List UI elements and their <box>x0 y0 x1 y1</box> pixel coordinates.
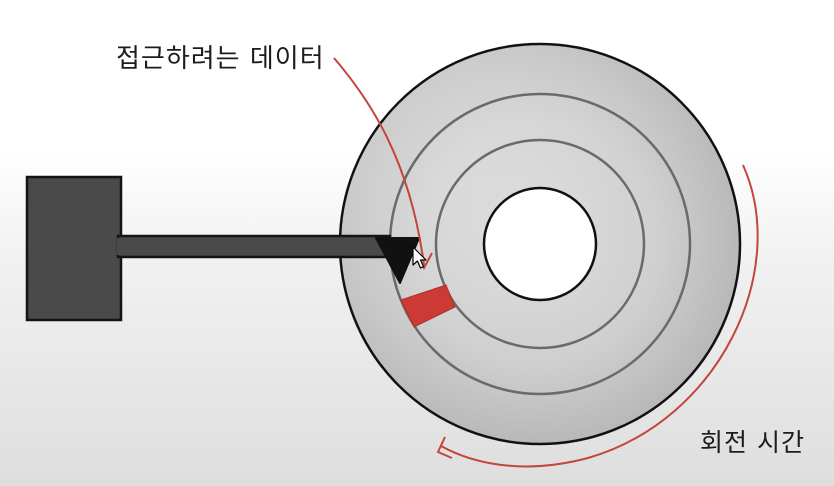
track-inner <box>434 138 646 350</box>
actuator-arm <box>25 175 420 322</box>
rotation-arrow <box>436 164 759 468</box>
arm-base-block <box>25 175 123 322</box>
read-write-head <box>375 237 420 284</box>
disk-platter <box>338 42 742 446</box>
rotation-time-label: 회전 시간 <box>700 428 805 457</box>
spindle-hole <box>482 186 598 302</box>
mouse-cursor-icon <box>412 246 427 269</box>
target-data-label: 접근하려는 데이터 <box>116 44 325 74</box>
target-data-sector <box>400 284 456 328</box>
arm-shaft <box>116 234 392 259</box>
